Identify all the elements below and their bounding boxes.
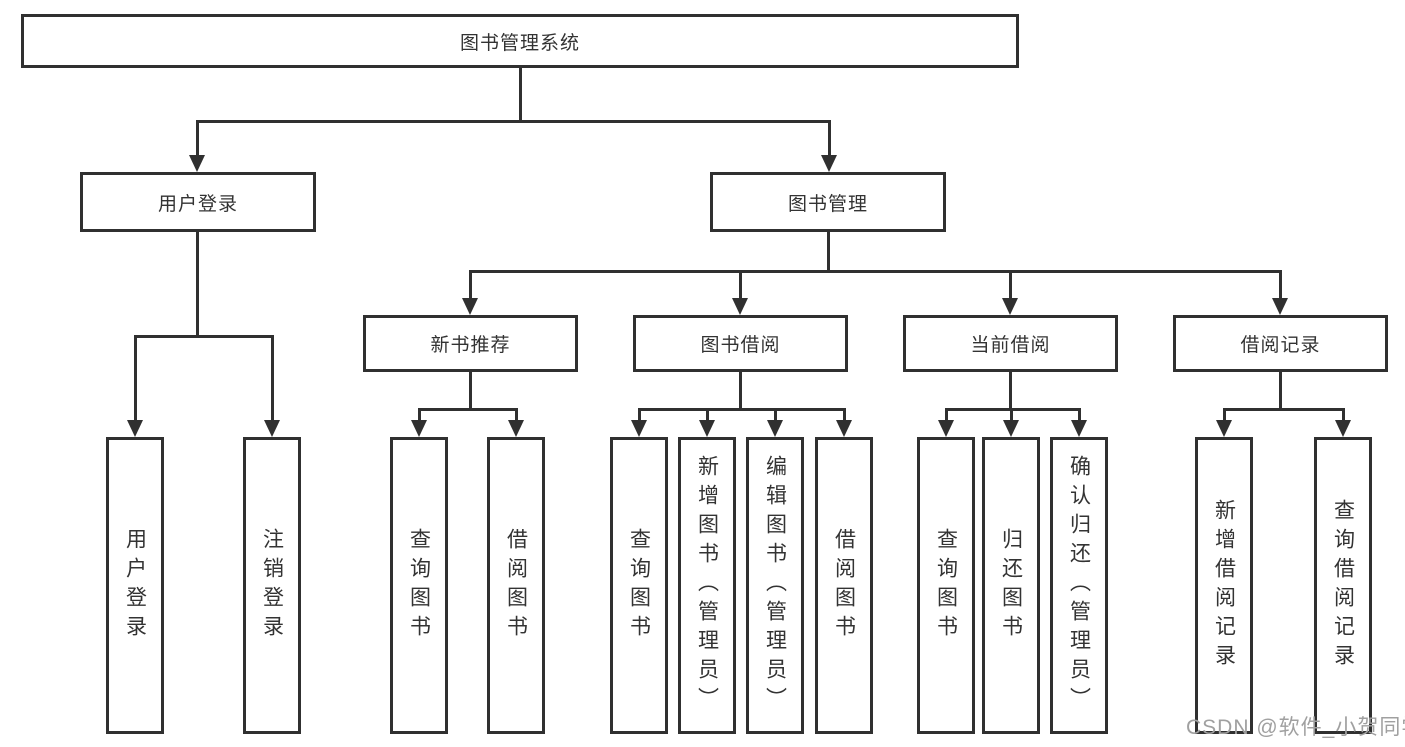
connector-vertical-line (638, 408, 641, 422)
connector-vertical-line (469, 270, 472, 300)
node-new-book-recommendation: 新书推荐 (363, 315, 578, 372)
connector-vertical-line (1009, 270, 1012, 300)
connector-horizontal-line (1223, 408, 1345, 411)
leaf-query-books-borrow: 查询图书 (610, 437, 668, 734)
connector-vertical-line (515, 408, 518, 422)
leaf-return-books: 归还图书 (982, 437, 1040, 734)
node-user-login: 用户登录 (80, 172, 316, 232)
connector-vertical-line (469, 372, 472, 411)
connector-vertical-line (1279, 270, 1282, 300)
arrowhead-down-icon (1216, 420, 1232, 437)
connector-horizontal-line (638, 408, 846, 411)
leaf-query-books-current: 查询图书 (917, 437, 975, 734)
connector-vertical-line (418, 408, 421, 422)
leaf-user-login: 用户登录 (106, 437, 164, 734)
connector-vertical-line (1078, 408, 1081, 422)
node-current-borrowing: 当前借阅 (903, 315, 1118, 372)
arrowhead-down-icon (938, 420, 954, 437)
connector-vertical-line (1010, 408, 1013, 422)
arrowhead-down-icon (508, 420, 524, 437)
leaf-add-books-admin: 新增图书（管理员） (678, 437, 736, 734)
arrowhead-down-icon (767, 420, 783, 437)
connector-horizontal-line (469, 270, 1282, 273)
connector-vertical-line (519, 68, 522, 121)
arrowhead-down-icon (1335, 420, 1351, 437)
arrowhead-down-icon (1071, 420, 1087, 437)
leaf-borrow-books: 借阅图书 (815, 437, 873, 734)
connector-vertical-line (774, 408, 777, 422)
arrowhead-down-icon (631, 420, 647, 437)
arrowhead-down-icon (821, 155, 837, 172)
connector-vertical-line (1223, 408, 1226, 422)
connector-vertical-line (706, 408, 709, 422)
leaf-logout: 注销登录 (243, 437, 301, 734)
connector-horizontal-line (134, 335, 274, 338)
arrowhead-down-icon (462, 298, 478, 315)
connector-vertical-line (828, 120, 831, 157)
connector-vertical-line (827, 232, 830, 273)
leaf-query-borrow-record: 查询借阅记录 (1314, 437, 1372, 734)
leaf-query-books-recommend: 查询图书 (390, 437, 448, 734)
arrowhead-down-icon (189, 155, 205, 172)
node-book-management: 图书管理 (710, 172, 946, 232)
arrowhead-down-icon (1002, 298, 1018, 315)
node-borrowing-records: 借阅记录 (1173, 315, 1388, 372)
connector-vertical-line (271, 335, 274, 421)
connector-vertical-line (196, 120, 199, 157)
connector-vertical-line (1342, 408, 1345, 422)
leaf-confirm-return-admin: 确认归还（管理员） (1050, 437, 1108, 734)
connector-horizontal-line (196, 120, 831, 123)
connector-horizontal-line (418, 408, 518, 411)
leaf-add-borrow-record: 新增借阅记录 (1195, 437, 1253, 734)
connector-vertical-line (843, 408, 846, 422)
connector-vertical-line (1279, 372, 1282, 411)
connector-vertical-line (739, 372, 742, 411)
arrowhead-down-icon (411, 420, 427, 437)
csdn-watermark: CSDN @软件_小贺同学 (1186, 716, 1405, 739)
connector-vertical-line (945, 408, 948, 422)
connector-vertical-line (196, 232, 199, 338)
connector-vertical-line (739, 270, 742, 300)
node-root-book-management-system: 图书管理系统 (21, 14, 1019, 68)
node-book-borrowing: 图书借阅 (633, 315, 848, 372)
leaf-edit-books-admin: 编辑图书（管理员） (746, 437, 804, 734)
connector-vertical-line (1009, 372, 1012, 411)
connector-vertical-line (134, 335, 137, 421)
arrowhead-down-icon (732, 298, 748, 315)
arrowhead-down-icon (264, 420, 280, 437)
arrowhead-down-icon (127, 420, 143, 437)
arrowhead-down-icon (699, 420, 715, 437)
connector-horizontal-line (945, 408, 1081, 411)
arrowhead-down-icon (1272, 298, 1288, 315)
leaf-borrow-books-recommend: 借阅图书 (487, 437, 545, 734)
arrowhead-down-icon (1003, 420, 1019, 437)
arrowhead-down-icon (836, 420, 852, 437)
